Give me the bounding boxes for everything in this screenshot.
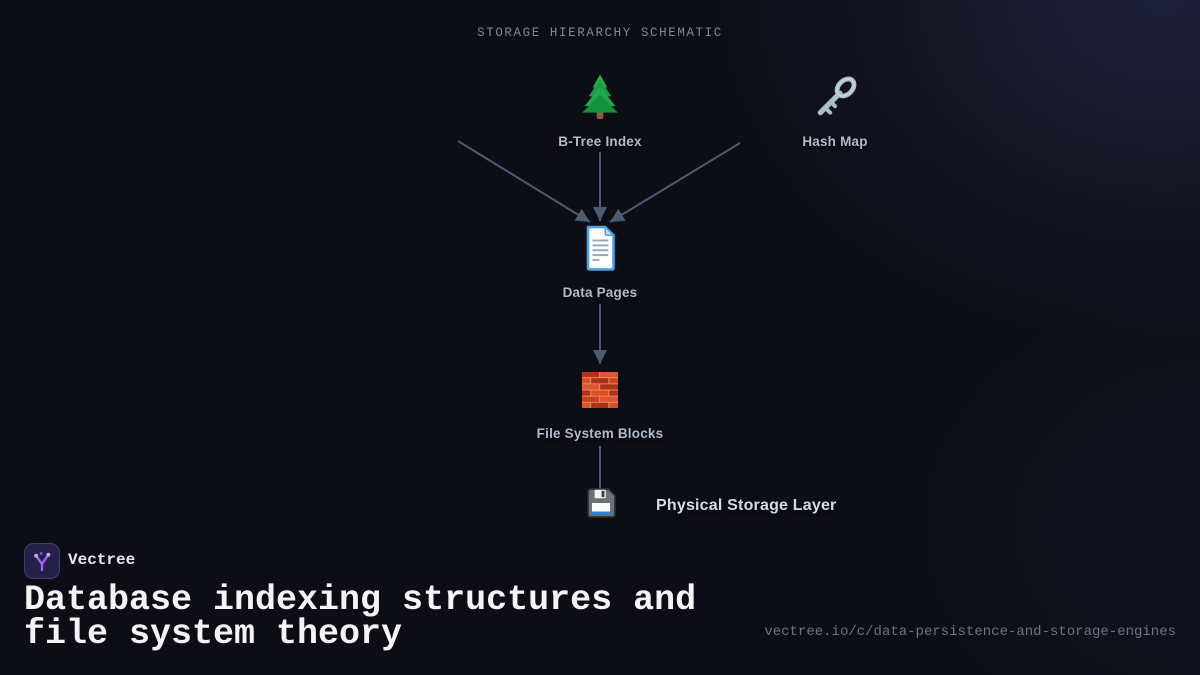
node-label: File System Blocks [536,426,664,441]
diagram-title: STORAGE HIERARCHY SCHEMATIC [477,26,723,40]
card-url: vectree.io/c/data-persistence-and-storag… [764,624,1176,640]
evergreen-tree-icon [582,74,618,120]
node-label: Data Pages [562,285,638,300]
brick-wall-icon [582,372,618,408]
brand-name: Vectree [68,551,136,569]
node-label: Hash Map [802,134,868,149]
node-data-pages: Data Pages [510,224,690,300]
node-label: B-Tree Index [558,134,642,149]
node-hash-map: Hash Map [745,72,925,149]
node-physical-storage-layer: Physical Storage Layer [584,486,837,520]
vectree-logo-icon [24,543,60,579]
old-key-icon [817,76,857,116]
page-icon [586,225,616,271]
edge-upper-left-to-data-pages [457,140,591,223]
floppy-disk-icon [587,488,616,518]
node-label: Physical Storage Layer [656,497,837,514]
edge-hashmap-to-data-pages [609,142,741,223]
node-b-tree-index: B-Tree Index [510,72,690,149]
card-heading: Database indexing structures and file sy… [24,580,697,654]
node-file-system-blocks: File System Blocks [500,366,700,441]
